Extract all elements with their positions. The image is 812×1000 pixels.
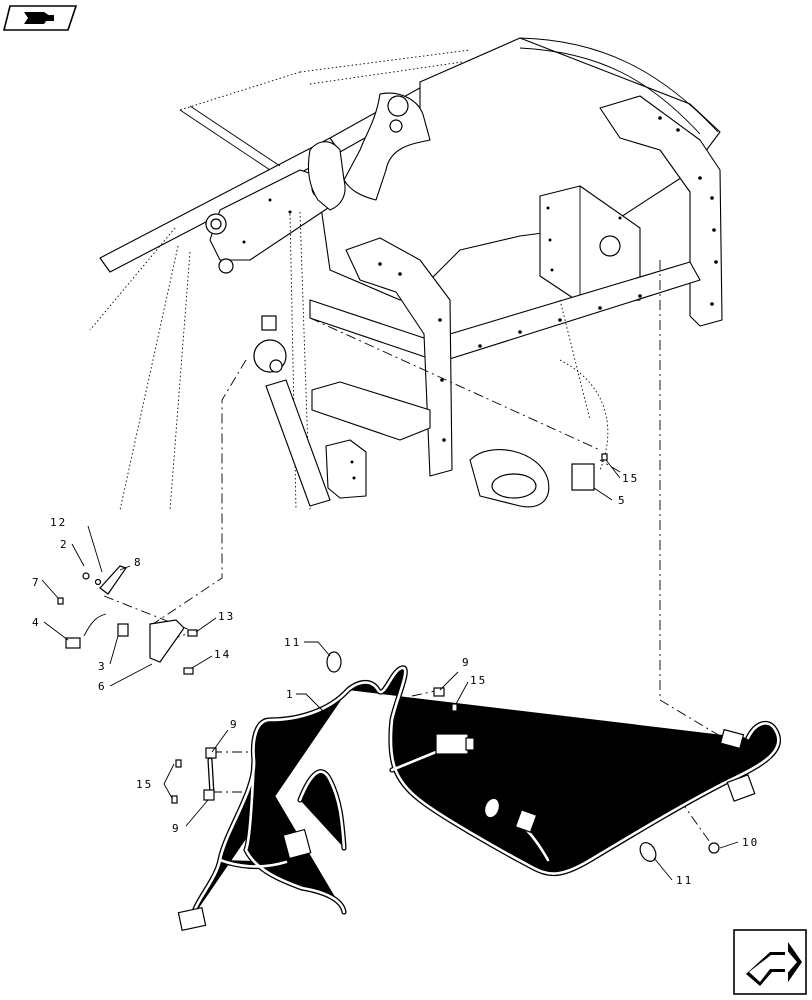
callout-9c: 9 [172,822,181,835]
wiring-harness [171,453,778,932]
callout-5: 5 [618,494,627,507]
callout-15a: 15 [622,472,639,485]
callout-12: 12 [50,516,67,529]
callout-labels: 1 2 3 4 5 6 7 8 9 9 9 10 11 [32,459,759,887]
callout-8: 8 [134,556,143,569]
callout-4: 4 [32,616,41,629]
callout-10: 10 [742,836,759,849]
callout-9b: 9 [230,718,239,731]
callout-1: 1 [286,688,295,701]
callout-11a: 11 [284,636,301,649]
bracket-assembly [57,565,198,675]
callout-13: 13 [218,610,235,623]
callout-11c: 11 [676,874,693,887]
callout-15b: 15 [470,674,487,687]
machine-frame [89,37,723,511]
callout-7: 7 [32,576,41,589]
callout-2: 2 [60,538,69,551]
callout-9a: 9 [462,656,471,669]
callout-6: 6 [98,680,107,693]
next-arrow-icon[interactable] [733,929,807,995]
callout-3: 3 [98,660,107,673]
callout-15c: 15 [136,778,153,791]
callout-14: 14 [214,648,231,661]
book-navigation-icon[interactable] [2,5,78,31]
callout-11b: 11 [518,770,535,783]
